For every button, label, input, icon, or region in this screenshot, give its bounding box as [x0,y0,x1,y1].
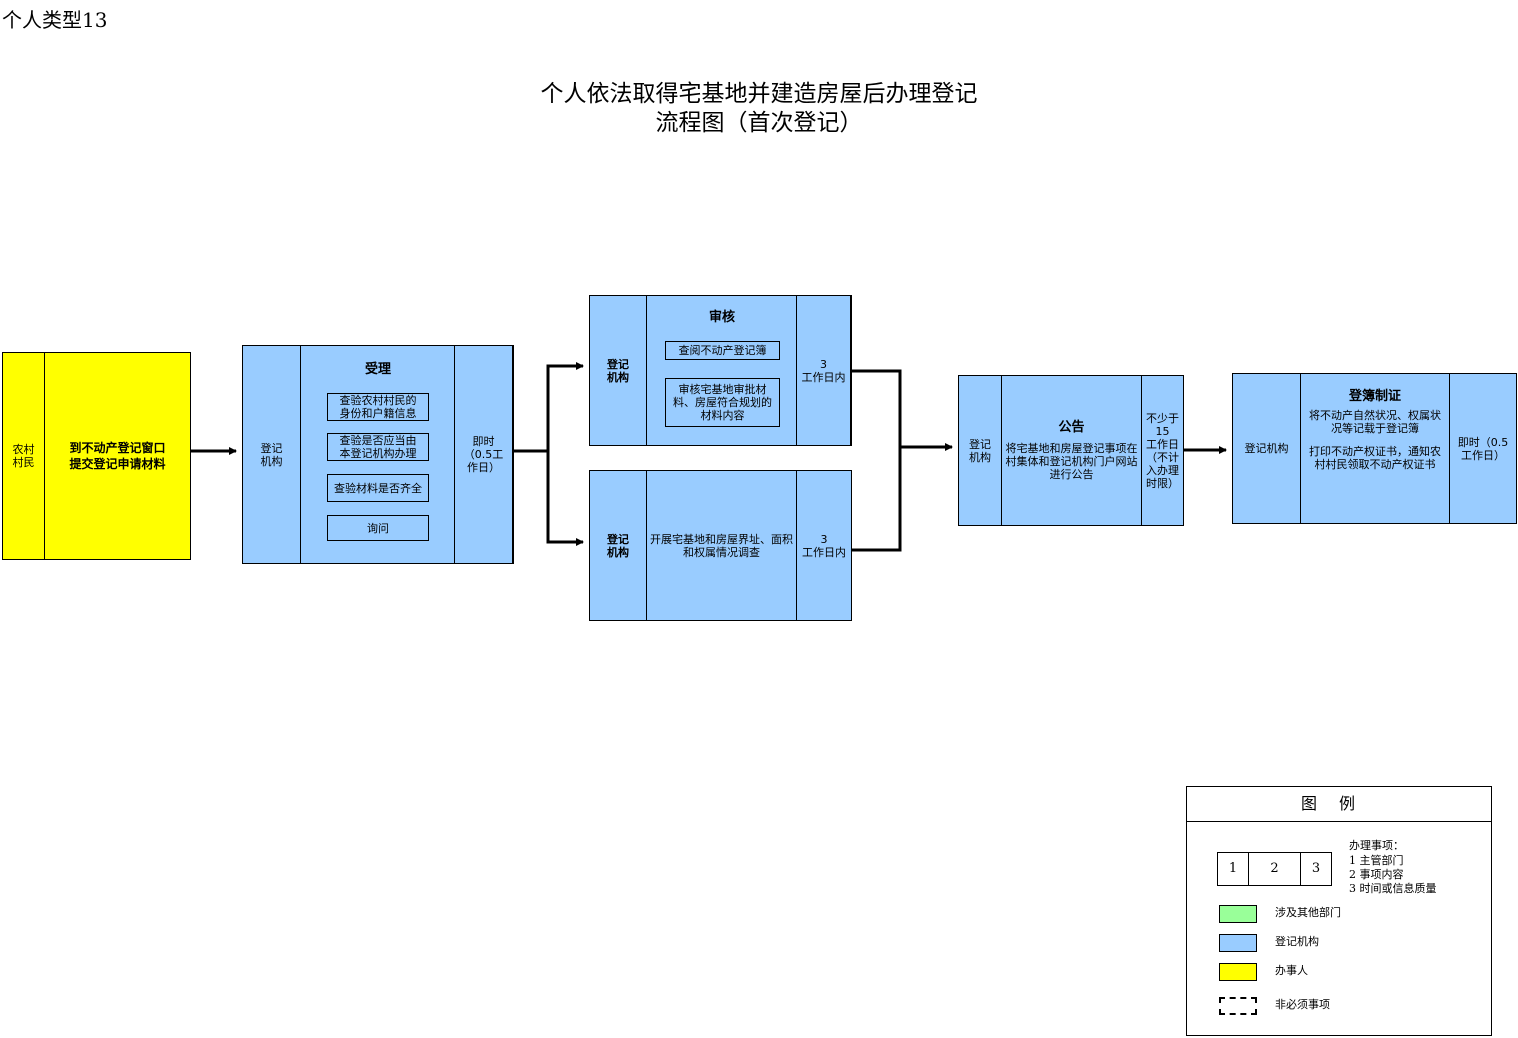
legend-sample-cell-1: 1 [1218,853,1249,885]
step3a-content [647,296,797,445]
legend-sample-cell-3: 3 [1311,861,1321,876]
step3b-time: 3 工作日内 [802,532,846,559]
step5-heading: 登簿制证 [1348,389,1401,404]
legend-sample-box: 1 2 3 [1217,852,1332,886]
step-survey: 登记 机构 开展宅基地和房屋界址、面积 和权属情况调查 3 工作日内 [589,470,852,621]
arrow-step2-split [514,362,584,453]
step-submit-application: 农村 村民 到不动产登记窗口 提交登记申请材料 [2,352,191,560]
title-line-1: 个人依法取得宅基地并建造房屋后办理登记 [540,81,978,107]
step1-dept: 农村 村民 [3,353,45,559]
step1-content: 到不动产登记窗口 提交登记申请材料 [69,441,166,471]
legend-label-applicant: 办事人 [1275,964,1308,977]
legend-swatch-applicant [1219,963,1257,981]
legend-sample-cell-2: 2 [1249,853,1301,885]
legend-item-3: 3 时间或信息质量 [1349,882,1437,895]
step3a-heading: 审核 [708,310,735,325]
step5-content-2: 打印不动产权证书，通知农 村村民领取不动产权证书 [1309,445,1441,471]
step4-heading: 公告 [1058,419,1085,435]
step4-content: 将宅基地和房屋登记事项在 村集体和登记机构门户网站 进行公告 [1005,441,1138,481]
step4-dept: 登记 机构 [959,376,1002,525]
diagram-title: 个人依法取得宅基地并建造房屋后办理登记 流程图（首次登记） [0,80,1518,138]
step5-content-area: 登簿制证 将不动产自然状况、权属状 况等记载于登记簿 打印不动产权证书，通知农 … [1301,374,1450,523]
legend-label-optional: 非必须事项 [1275,998,1330,1011]
step2-dept: 登记 机构 [243,346,301,563]
legend-title: 图例 [1187,787,1491,822]
legend-items-heading: 办理事项： [1349,839,1404,852]
arrow-step2-split-lower [546,451,584,546]
step-announcement: 登记 机构 公告 将宅基地和房屋登记事项在 村集体和登记机构门户网站 进行公告 … [958,375,1184,526]
legend-swatch-registration-agency [1219,934,1257,952]
legend-label-other-department: 涉及其他部门 [1275,906,1341,919]
step2-time: 即时 （0.5工 作日） [455,346,513,563]
legend-swatch-optional [1219,997,1257,1015]
legend-item-1: 1 主管部门 [1349,854,1404,867]
step3a-item-review-materials: 审核宅基地审批材 料、房屋符合规划的 材料内容 [665,378,780,427]
connector-step3a-merge [852,369,902,552]
step-acceptance: 登记 机构 即时 （0.5工 作日） 受理 查验农村村民的 身份和户籍信息 查验… [242,345,514,564]
page-label: 个人类型13 [2,8,108,32]
step2-item-check-materials: 查验材料是否齐全 [327,474,429,502]
step3b-content: 开展宅基地和房屋界址、面积 和权属情况调查 [647,471,797,620]
step3a-dept: 登记 机构 [590,296,647,445]
step2-item-check-jurisdiction: 查验是否应当由 本登记机构办理 [327,433,429,461]
legend-label-registration-agency: 登记机构 [1275,935,1319,948]
legend: 图例 1 2 3 办理事项： 1 主管部门 2 事项内容 3 时间或信息质量 涉… [1186,786,1492,1036]
step5-time: 即时（0.5 工作日） [1457,435,1509,462]
step5-content-1: 将不动产自然状况、权属状 况等记载于登记簿 [1309,409,1441,435]
title-line-2: 流程图（首次登记） [655,110,863,136]
step-review: 登记 机构 3 工作日内 审核 查阅不动产登记簿 审核宅基地审批材 料、房屋符合… [589,295,852,446]
legend-item-2: 2 事项内容 [1349,868,1404,881]
step4-time: 不少于 15 工作日 （不计 入办理 时限） [1146,411,1179,490]
legend-swatch-other-department [1219,905,1257,923]
step3a-item-check-register: 查阅不动产登记簿 [665,341,780,360]
step3a-time: 3 工作日内 [797,296,851,445]
step5-dept: 登记机构 [1233,374,1301,523]
step2-heading: 受理 [364,362,391,377]
step2-item-check-identity: 查验农村村民的 身份和户籍信息 [327,393,429,421]
step-registration-certificate: 登记机构 登簿制证 将不动产自然状况、权属状 况等记载于登记簿 打印不动产权证书… [1232,373,1517,524]
step4-content-area: 公告 将宅基地和房屋登记事项在 村集体和登记机构门户网站 进行公告 [1002,376,1142,525]
step2-content [301,346,455,563]
step3b-dept: 登记 机构 [590,471,647,620]
step2-item-inquiry: 询问 [327,515,429,541]
